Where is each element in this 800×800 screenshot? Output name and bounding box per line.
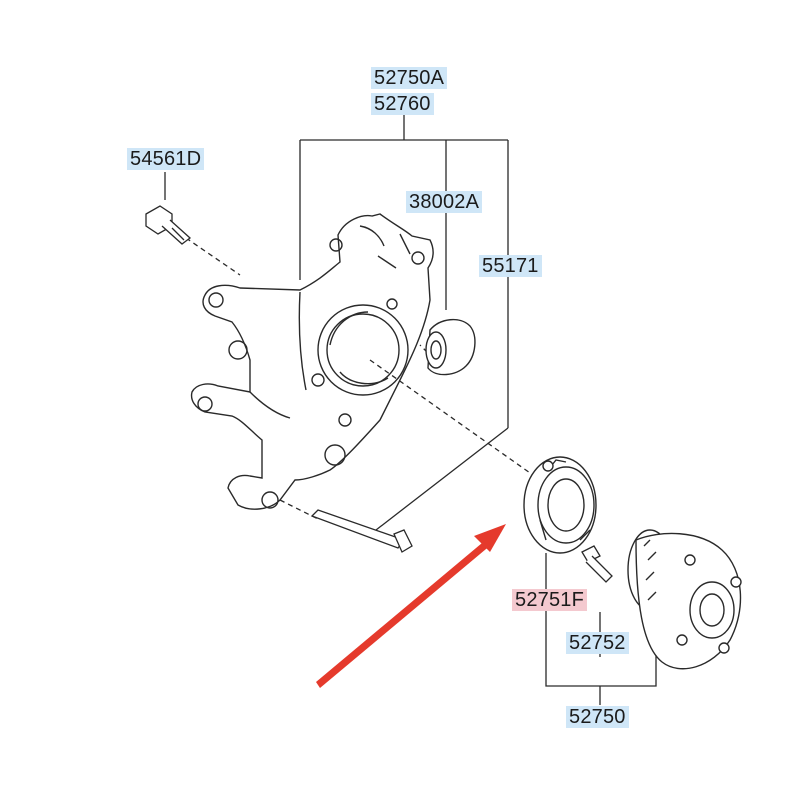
hub-seal-drawing (523, 456, 597, 554)
label-52750a: 52750A (371, 67, 448, 89)
label-55171: 55171 (479, 255, 542, 277)
bushing-38002a-drawing (425, 319, 476, 376)
long-bolt-drawing (310, 509, 413, 553)
label-38002a: 38002A (406, 191, 483, 213)
red-arrow-indicator (316, 524, 506, 688)
label-52752: 52752 (566, 632, 629, 654)
bolt-54561d-drawing (145, 205, 192, 245)
label-52750: 52750 (566, 706, 629, 728)
hub-assembly-drawing (627, 529, 742, 670)
label-52760: 52760 (371, 93, 434, 115)
knuckle-drawing (190, 213, 434, 510)
label-54561d: 54561D (127, 148, 205, 170)
leader-long-bolt (375, 427, 509, 531)
hub-bolt-drawing (581, 545, 613, 583)
axis-dash-2 (369, 359, 541, 481)
axis-dash-1 (185, 237, 241, 276)
label-52751f: 52751F (512, 589, 588, 611)
bracket-top (299, 115, 509, 428)
